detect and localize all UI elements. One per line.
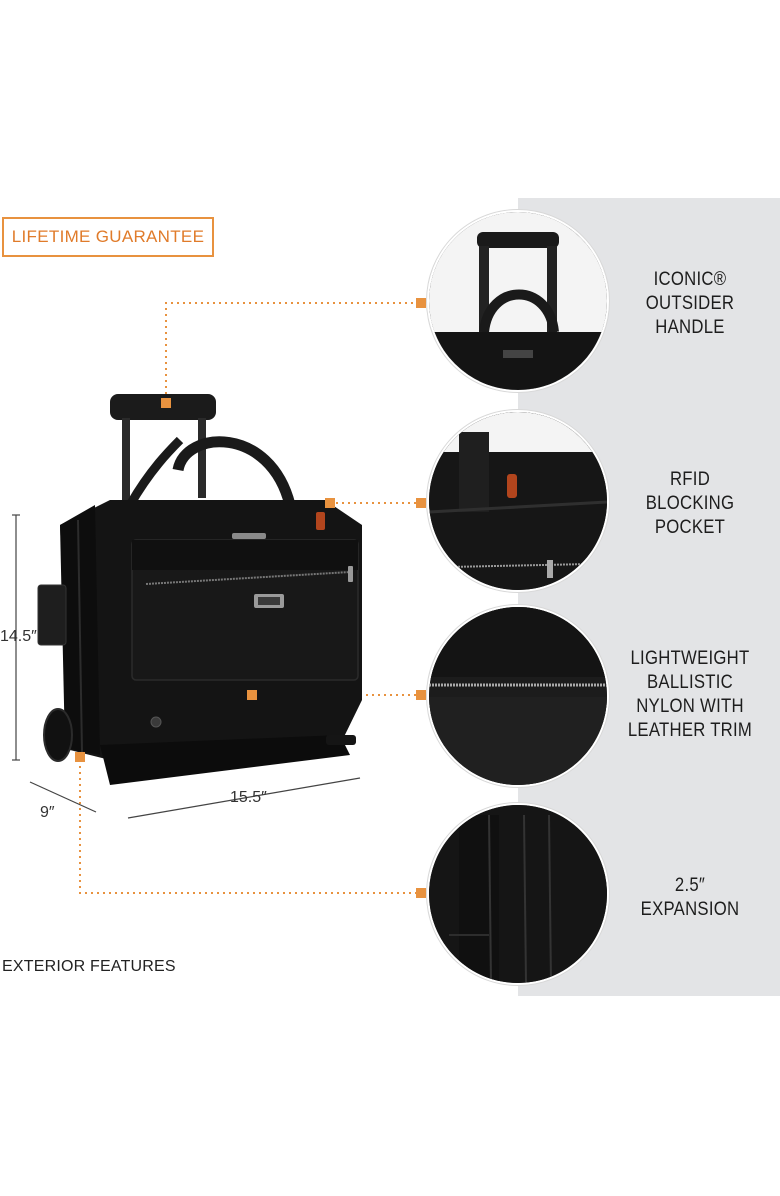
marker-rfid: [325, 498, 335, 508]
carry-handle: [172, 436, 296, 507]
feature-image-handle: [427, 210, 609, 392]
feature-label-line: ICONIC®: [653, 269, 727, 290]
feature-label-handle: ICONIC® OUTSIDER HANDLE: [615, 268, 765, 340]
luggage-tag: [37, 584, 67, 646]
feature-label-line: LEATHER TRIM: [627, 720, 753, 741]
feature-label-line: RFID: [669, 469, 711, 490]
feature-label-line: 2.5″: [674, 875, 706, 896]
leader-line-handle: [165, 302, 420, 400]
feature-label-line: HANDLE: [655, 317, 725, 338]
marker-handle: [161, 398, 171, 408]
feature-label-line: LIGHTWEIGHT: [630, 648, 750, 669]
marker-nylon: [247, 690, 257, 700]
feature-label-nylon: LIGHTWEIGHT BALLISTIC NYLON WITH LEATHER…: [615, 647, 765, 743]
marker-expansion: [75, 752, 85, 762]
feature-image-expansion: [427, 803, 609, 985]
feature-label-line: POCKET: [654, 517, 726, 538]
feature-label-line: NYLON WITH: [636, 696, 744, 717]
feature-label-expansion: 2.5″ EXPANSION: [615, 874, 765, 922]
callout-markers: [75, 298, 426, 898]
leader-line-expansion: [79, 760, 420, 894]
width-dimension-line: [127, 777, 361, 819]
feature-image-nylon: [427, 605, 609, 787]
feature-label-line: OUTSIDER: [645, 293, 735, 314]
badge-text: LIFETIME GUARANTEE: [11, 227, 205, 246]
feature-label-line: EXPANSION: [640, 899, 740, 920]
dimension-lines: [12, 514, 361, 819]
wheel: [43, 708, 73, 762]
lifetime-guarantee-badge: LIFETIME GUARANTEE: [2, 217, 214, 257]
feature-label-line: BLOCKING: [645, 493, 735, 514]
exterior-features-label: EXTERIOR FEATURES: [2, 958, 176, 975]
feature-image-rfid: [427, 410, 609, 592]
feature-label-line: BALLISTIC: [646, 672, 734, 693]
feature-label-rfid: RFID BLOCKING POCKET: [615, 468, 765, 540]
depth-dimension-line: [29, 781, 97, 813]
height-dimension-label: 14.5″: [0, 628, 37, 645]
depth-dimension-label: 9″: [40, 804, 55, 821]
width-dimension-label: 15.5″: [230, 789, 267, 806]
